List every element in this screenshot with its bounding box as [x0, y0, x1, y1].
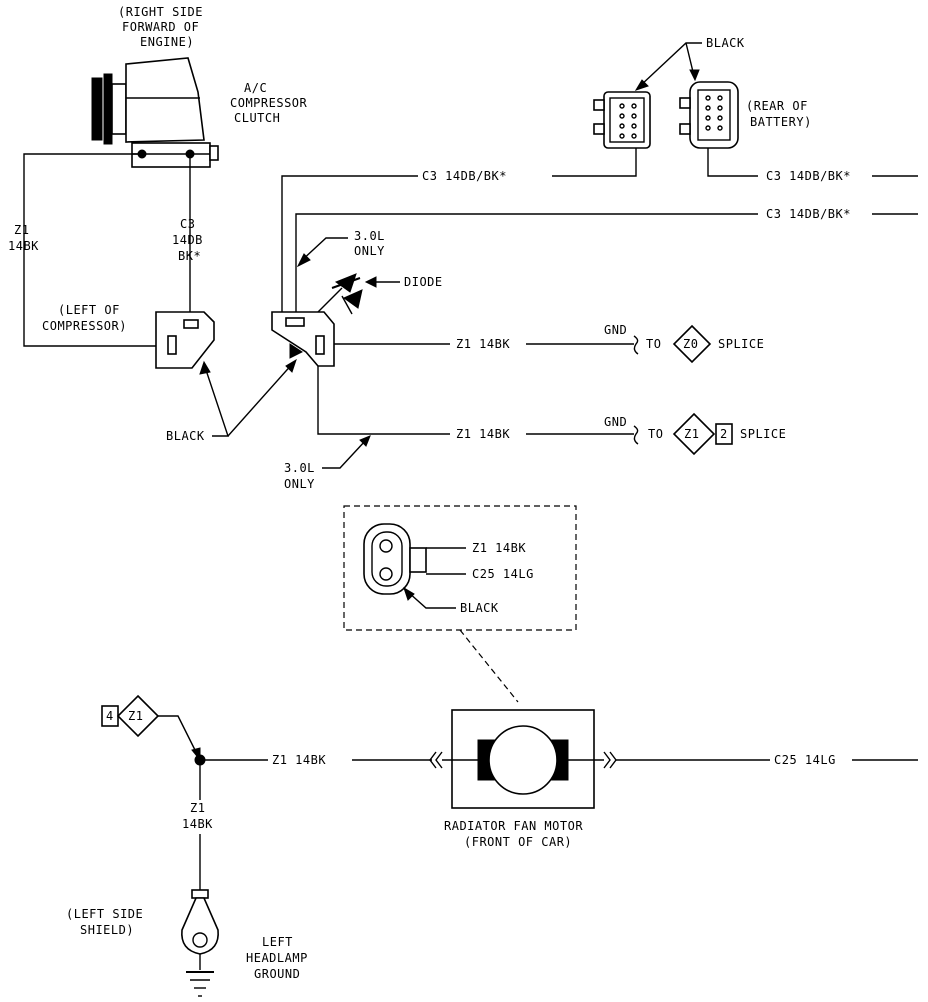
ground-ref-code: Z1: [128, 709, 143, 723]
headlamp-location-2: SHIELD): [80, 923, 134, 937]
z1-mid-label-2: Z1 14BK: [456, 427, 510, 441]
radiator-fan-motor: [451, 709, 595, 809]
headlamp-name-2: HEADLAMP: [246, 951, 308, 965]
splice-2-label: SPLICE: [740, 427, 786, 441]
diode-note-1b: ONLY: [354, 244, 385, 258]
headlamp-ground-eyelet: [181, 889, 219, 997]
splice-2-num: 2: [720, 427, 728, 441]
diode-note-1a: 3.0L: [354, 229, 385, 243]
battery-black-label: BLACK: [706, 36, 745, 50]
left-c3-code: C3: [180, 217, 195, 231]
c3-top-label: C3 14DB/BK*: [422, 169, 507, 183]
splice-1-id: Z0: [683, 337, 698, 351]
compressor-name-2: COMPRESSOR: [230, 96, 308, 110]
diode-note-2a: 3.0L: [284, 461, 315, 475]
headlamp-wire-gauge: 14BK: [182, 817, 213, 831]
fan-motor-left-wire: Z1 14BK: [272, 753, 326, 767]
black-label-left: BLACK: [166, 429, 205, 443]
fan-motor-right-wire: C25 14LG: [774, 753, 836, 767]
to-label-1: TO: [646, 337, 661, 351]
splice-2-id: Z1: [684, 427, 699, 441]
headlamp-name-3: GROUND: [254, 967, 300, 981]
gnd-label-1: GND: [604, 323, 627, 337]
headlamp-name-1: LEFT: [262, 935, 293, 949]
compressor-name-3: CLUTCH: [234, 111, 280, 125]
left-z1-gauge: 14BK: [8, 239, 39, 253]
fan-connector: [363, 523, 427, 595]
fan-motor-name-2: (FRONT OF CAR): [464, 835, 572, 849]
compressor-name-1: A/C: [244, 81, 267, 95]
diode-connector: [271, 273, 363, 367]
compressor-connector: [155, 311, 215, 369]
left-c3-color: BK*: [178, 249, 201, 263]
fan-connector-pin-1: Z1 14BK: [472, 541, 526, 555]
compressor-connector-label-1: (LEFT OF: [58, 303, 120, 317]
battery-connector-right: [679, 81, 739, 149]
diode-label: DIODE: [404, 275, 443, 289]
c3-right-label-2: C3 14DB/BK*: [766, 207, 851, 221]
headlamp-wire-code: Z1: [190, 801, 205, 815]
battery-connector-left: [593, 91, 651, 149]
c3-right-label-1: C3 14DB/BK*: [766, 169, 851, 183]
gnd-label-2: GND: [604, 415, 627, 429]
ground-ref-page: 4: [106, 709, 114, 723]
compressor-location-3: ENGINE): [140, 35, 194, 49]
compressor-connector-label-2: COMPRESSOR): [42, 319, 127, 333]
fan-connector-color: BLACK: [460, 601, 499, 615]
ac-compressor-clutch: [91, 57, 219, 168]
fan-motor-name-1: RADIATOR FAN MOTOR: [444, 819, 583, 833]
left-c3-gauge: 14DB: [172, 233, 203, 247]
compressor-location-1: (RIGHT SIDE: [118, 5, 203, 19]
compressor-location-2: FORWARD OF: [122, 20, 199, 34]
z1-mid-label-1: Z1 14BK: [456, 337, 510, 351]
diode-note-2b: ONLY: [284, 477, 315, 491]
headlamp-location-1: (LEFT SIDE: [66, 907, 143, 921]
splice-1-label: SPLICE: [718, 337, 764, 351]
to-label-2: TO: [648, 427, 663, 441]
fan-connector-pin-2: C25 14LG: [472, 567, 534, 581]
left-z1-code: Z1: [14, 223, 29, 237]
battery-location-1: (REAR OF: [746, 99, 808, 113]
battery-location-2: BATTERY): [750, 115, 812, 129]
